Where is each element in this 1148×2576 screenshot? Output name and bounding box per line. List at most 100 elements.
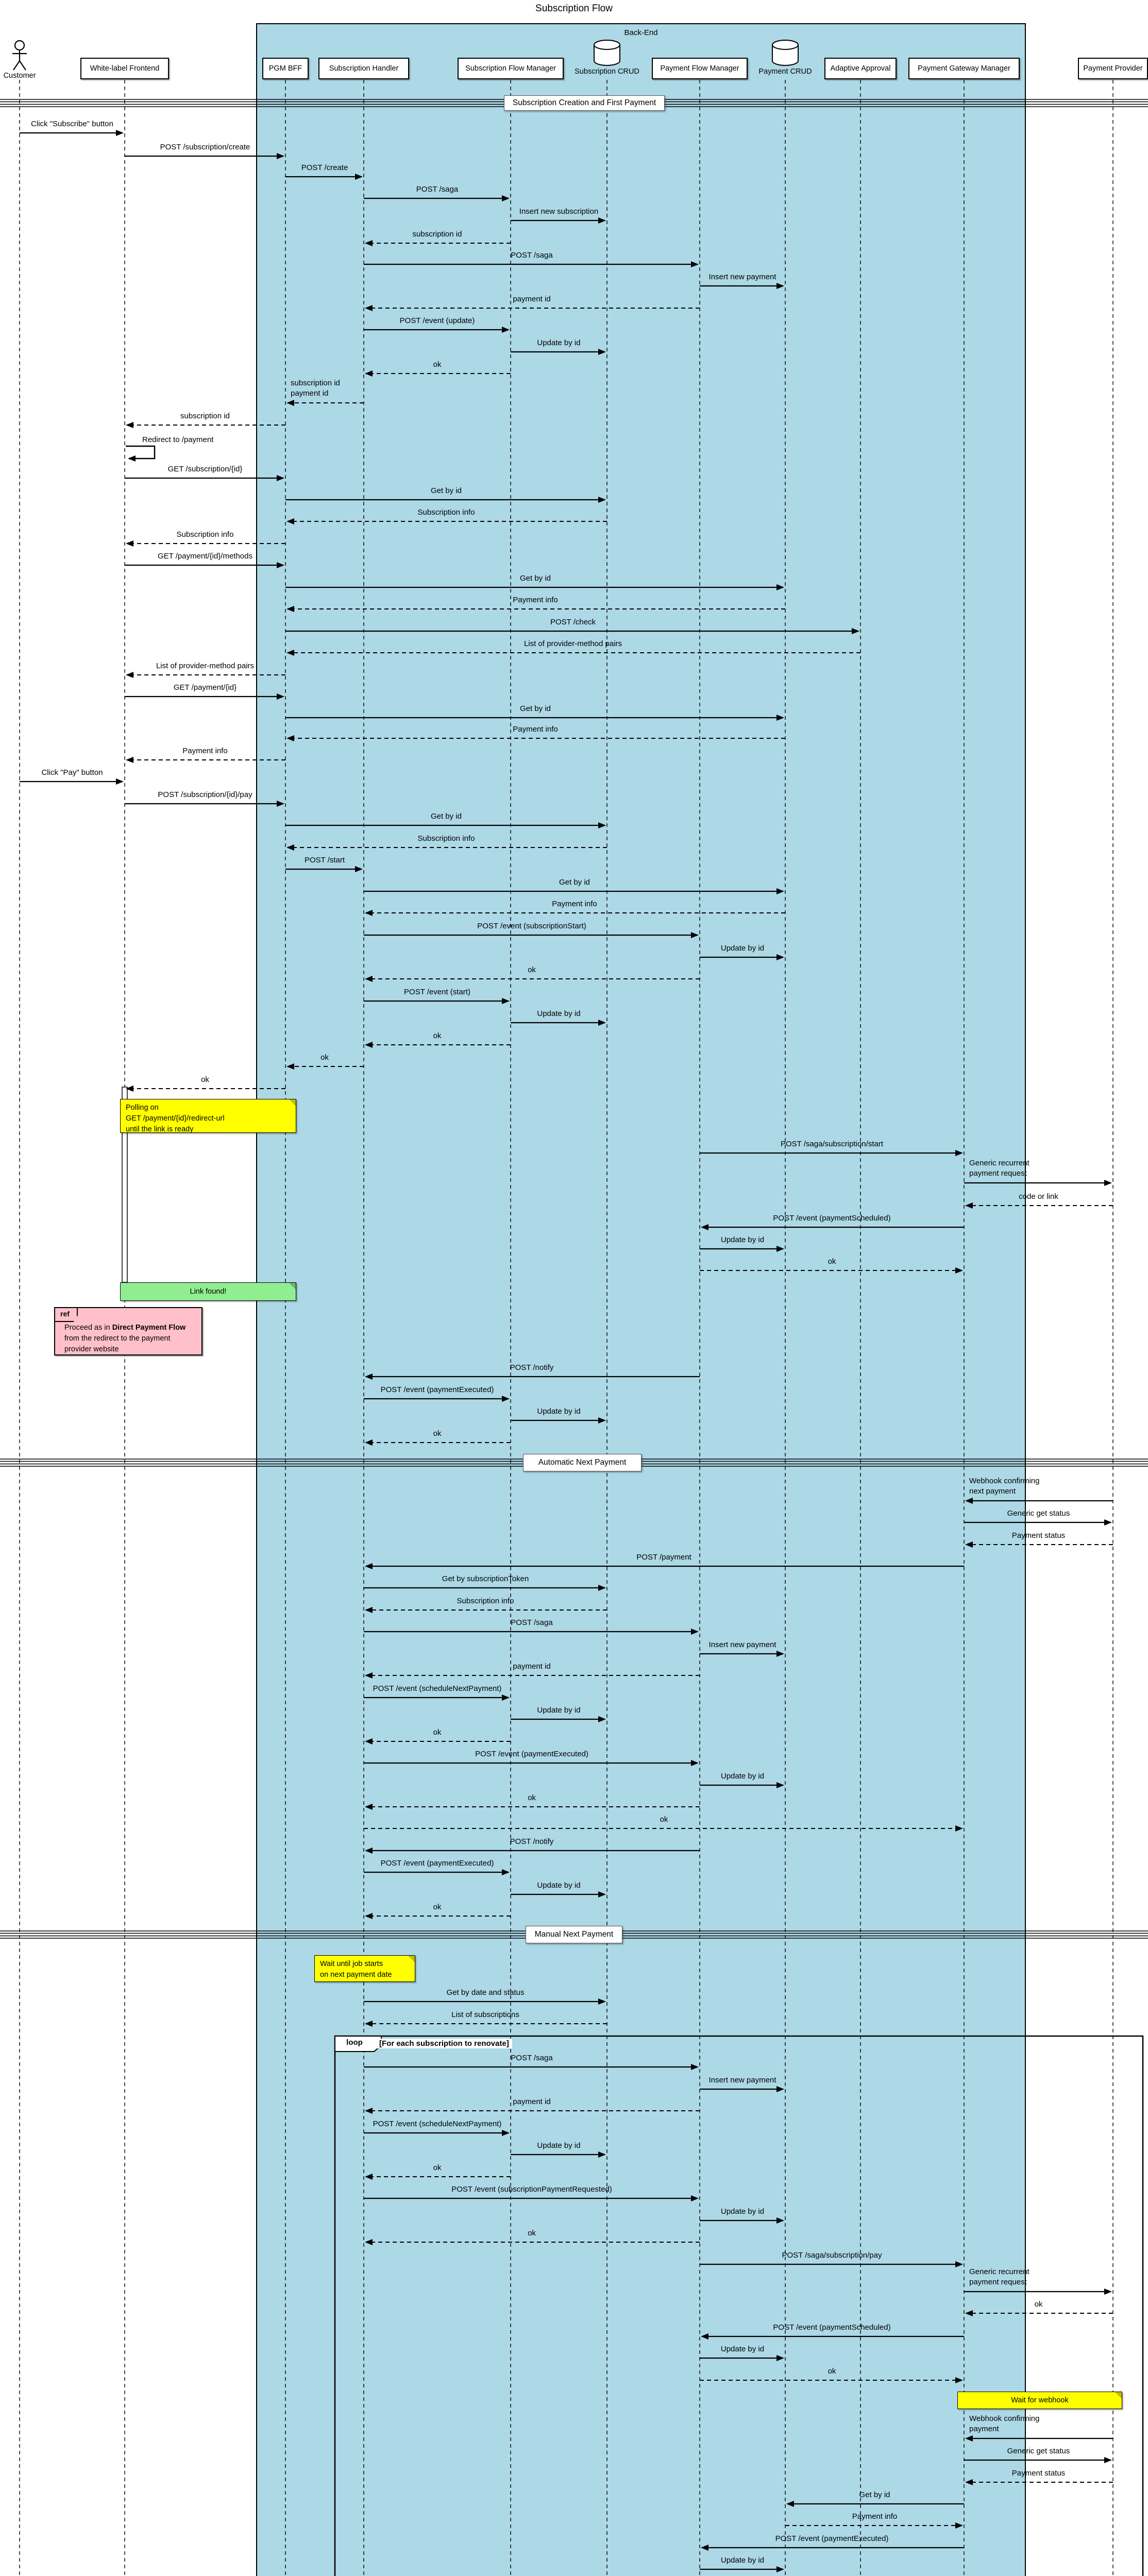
message-20-label: Get by id bbox=[519, 574, 551, 583]
message-50-label: POST /notify bbox=[510, 1363, 554, 1372]
message-55-label: Generic get status bbox=[1007, 1509, 1070, 1518]
message-48-label: Update by id bbox=[720, 1235, 765, 1244]
message-97-label: Update by id bbox=[720, 2556, 765, 2565]
message-15-label: GET /subscription/{id} bbox=[167, 465, 243, 473]
message-49-label: ok bbox=[828, 1257, 836, 1266]
note-fold-corner bbox=[289, 1099, 296, 1106]
message-80-label: Update by id bbox=[537, 2141, 581, 2150]
participant-pfm: Payment Flow Manager bbox=[652, 58, 748, 79]
message-37-label: Update by id bbox=[720, 944, 765, 953]
message-58-label: Get by subscriptionToken bbox=[442, 1574, 529, 1583]
message-60-label: POST /saga bbox=[511, 1618, 553, 1627]
message-14-label: Redirect to /payment bbox=[142, 435, 214, 444]
message-3-label: POST /saga bbox=[416, 185, 459, 194]
message-52-label: Update by id bbox=[537, 1407, 581, 1416]
actor-head bbox=[14, 40, 25, 51]
message-34-label: Get by id bbox=[559, 878, 590, 887]
note-text: Link found! bbox=[190, 1287, 227, 1296]
message-61-label: Insert new payment bbox=[708, 1640, 776, 1649]
message-41-label: ok bbox=[433, 1031, 442, 1040]
message-64-label: Update by id bbox=[537, 1706, 581, 1715]
message-28-label: Payment info bbox=[182, 747, 228, 755]
message-30-label: POST /subscription/{id}/pay bbox=[158, 790, 252, 799]
message-6-label: POST /saga bbox=[511, 251, 553, 260]
message-36-label: POST /event (subscriptionStart) bbox=[477, 922, 586, 930]
message-68-label: ok bbox=[528, 1793, 536, 1802]
message-45-arrowhead bbox=[1104, 1180, 1112, 1186]
message-46-label: code or link bbox=[1019, 1192, 1058, 1201]
participant-scrud: Subscription CRUD bbox=[575, 67, 639, 76]
message-0-label: Click "Subscribe" button bbox=[31, 120, 113, 128]
message-44-label: POST /saga/subscription/start bbox=[781, 1140, 883, 1148]
message-13-label: subscription id bbox=[180, 412, 230, 420]
loop-guard-label: [For each subscription to renovate] bbox=[376, 2039, 512, 2048]
backend-frame bbox=[256, 23, 1026, 2576]
message-39-label: POST /event (start) bbox=[404, 988, 470, 996]
note-text: Polling on bbox=[126, 1104, 159, 1112]
message-16-label: Get by id bbox=[430, 486, 462, 495]
participant-sfm: Subscription Flow Manager bbox=[458, 58, 564, 79]
section-divider-label-0: Subscription Creation and First Payment bbox=[504, 95, 665, 111]
message-76-label: POST /saga bbox=[511, 2054, 553, 2062]
message-9-label: POST /event (update) bbox=[399, 316, 475, 325]
message-82-label: POST /event (subscriptionPaymentRequeste… bbox=[451, 2185, 612, 2194]
message-72-label: Update by id bbox=[537, 1881, 581, 1890]
backend-frame-label: Back-End bbox=[624, 28, 658, 37]
message-74-label: Get by date and status bbox=[446, 1988, 525, 1997]
message-17-label: Subscription info bbox=[417, 508, 475, 517]
message-40-label: Update by id bbox=[537, 1009, 581, 1018]
message-94-label: Get by id bbox=[859, 2490, 890, 2499]
note-text: until the link is ready bbox=[126, 1125, 194, 1133]
message-70-label: POST /notify bbox=[510, 1837, 554, 1846]
message-31-label: Get by id bbox=[430, 812, 462, 821]
message-32-label: Subscription info bbox=[417, 834, 475, 843]
message-75-label: List of subscriptions bbox=[451, 2010, 519, 2019]
message-62-label: payment id bbox=[513, 1662, 551, 1671]
message-87-label: ok bbox=[1034, 2300, 1043, 2309]
message-93-label: Payment status bbox=[1011, 2469, 1066, 2478]
message-79-label: POST /event (scheduleNextPayment) bbox=[373, 2120, 502, 2128]
message-7-label: Insert new payment bbox=[708, 273, 776, 281]
message-73-label: ok bbox=[433, 1903, 442, 1911]
participant-sh: Subscription Handler bbox=[318, 58, 409, 79]
participant-pgm: Payment Gateway Manager bbox=[908, 58, 1020, 79]
message-19-label: GET /payment/{id}/methods bbox=[158, 552, 252, 561]
note-1: Link found! bbox=[120, 1282, 296, 1301]
message-23-label: List of provider-method pairs bbox=[524, 639, 622, 648]
note-fold-corner bbox=[1115, 2392, 1122, 2399]
message-85-label: POST /saga/subscription/pay bbox=[782, 2251, 882, 2260]
message-33-label: POST /start bbox=[304, 856, 345, 865]
message-65-label: ok bbox=[433, 1728, 442, 1737]
message-84-label: ok bbox=[528, 2229, 536, 2238]
message-92-arrowhead bbox=[1104, 2457, 1112, 2463]
diagram-title: Subscription Flow bbox=[535, 3, 613, 14]
note-text: on next payment date bbox=[320, 1971, 392, 1979]
message-59-label: Subscription info bbox=[457, 1597, 514, 1605]
participant-customer: Customer bbox=[3, 72, 36, 80]
message-10-label: Update by id bbox=[537, 338, 581, 347]
message-77-label: Insert new payment bbox=[708, 2076, 776, 2084]
message-67-label: Update by id bbox=[720, 1772, 765, 1781]
loop-operator-label: loop bbox=[346, 2038, 363, 2047]
message-35-label: Payment info bbox=[552, 900, 597, 908]
message-18-arrowhead bbox=[126, 540, 133, 547]
message-86-arrowhead bbox=[1104, 2289, 1112, 2295]
message-29-label: Click "Pay" button bbox=[41, 768, 103, 777]
message-22-label: POST /check bbox=[550, 618, 596, 626]
participant-pcrud: Payment CRUD bbox=[758, 67, 812, 76]
message-21-label: Payment info bbox=[513, 596, 558, 604]
message-25-label: GET /payment/{id} bbox=[173, 683, 237, 692]
message-14-self-line bbox=[126, 445, 156, 460]
message-83-label: Update by id bbox=[720, 2207, 765, 2216]
message-69-label: ok bbox=[660, 1815, 668, 1824]
message-26-label: Get by id bbox=[519, 704, 551, 713]
message-89-label: Update by id bbox=[720, 2345, 765, 2353]
message-8-label: payment id bbox=[513, 295, 551, 303]
actor-leg-right bbox=[19, 60, 26, 71]
